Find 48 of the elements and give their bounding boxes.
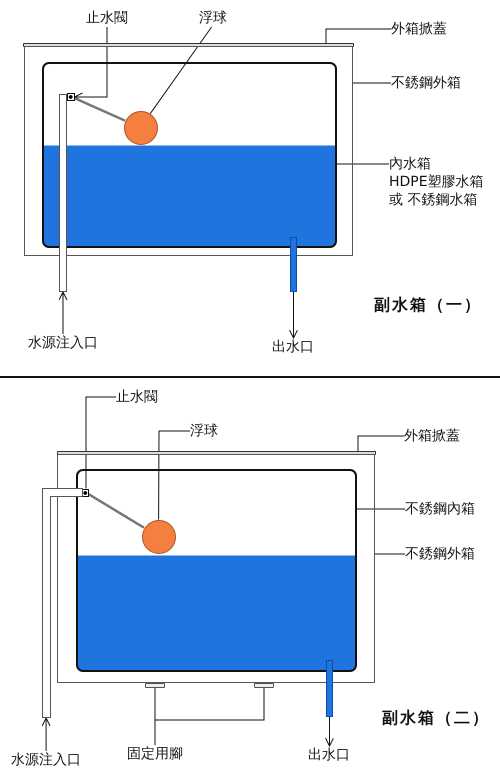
outlet-pipe [326, 660, 333, 717]
part-label: 浮球 [190, 422, 218, 440]
inner-tank [76, 469, 357, 672]
outer-tank [24, 46, 353, 256]
part-label: 不銹鋼外箱 [405, 545, 475, 563]
arrow [58, 292, 68, 334]
inner-tank [42, 62, 337, 248]
part-label: 水源注入口 [11, 751, 81, 769]
arrow [289, 292, 298, 338]
part-label: 不銹鋼內箱 [405, 500, 475, 518]
float-ball [124, 110, 158, 144]
part-label: 不銹鋼外箱 [391, 74, 461, 92]
support-foot [145, 683, 165, 688]
float-arm [74, 96, 126, 122]
outer-tank [57, 454, 375, 683]
leader-line [158, 430, 190, 520]
leader-line [358, 436, 404, 452]
leader-line [326, 28, 392, 44]
part-label: 水源注入口 [28, 334, 98, 352]
part-label: 外箱掀蓋 [391, 20, 447, 38]
leader-line [352, 82, 392, 84]
part-label: 固定用腳 [127, 745, 183, 763]
part-label: 止水閥 [116, 388, 158, 406]
panel-title: 副水箱（一） [374, 295, 482, 316]
inlet-pipe [59, 94, 67, 292]
panel-title: 副水箱（二） [382, 708, 490, 729]
part-label: 止水閥 [86, 9, 128, 27]
part-label: 或 不銹鋼水箱 [389, 191, 478, 209]
part-label: 出水口 [272, 338, 314, 356]
stop-valve [66, 92, 74, 100]
leader-line [154, 688, 264, 746]
float-ball [142, 520, 176, 554]
part-label: 出水口 [308, 746, 350, 764]
part-label: HDPE塑膠水箱 [389, 173, 484, 191]
float-arm [88, 493, 145, 529]
arrow [42, 718, 51, 752]
leader-line [356, 508, 406, 510]
arrow [325, 716, 334, 746]
leader-line [86, 396, 116, 489]
support-foot [254, 683, 274, 688]
lid-panel [23, 43, 354, 47]
inlet-pipe [42, 488, 83, 718]
leader-line [150, 26, 212, 114]
outlet-pipe [290, 237, 297, 292]
part-label: 外箱掀蓋 [404, 427, 460, 445]
part-label: 浮球 [199, 9, 227, 27]
lid-panel [57, 451, 376, 455]
part-label: 內水箱 [389, 155, 432, 173]
